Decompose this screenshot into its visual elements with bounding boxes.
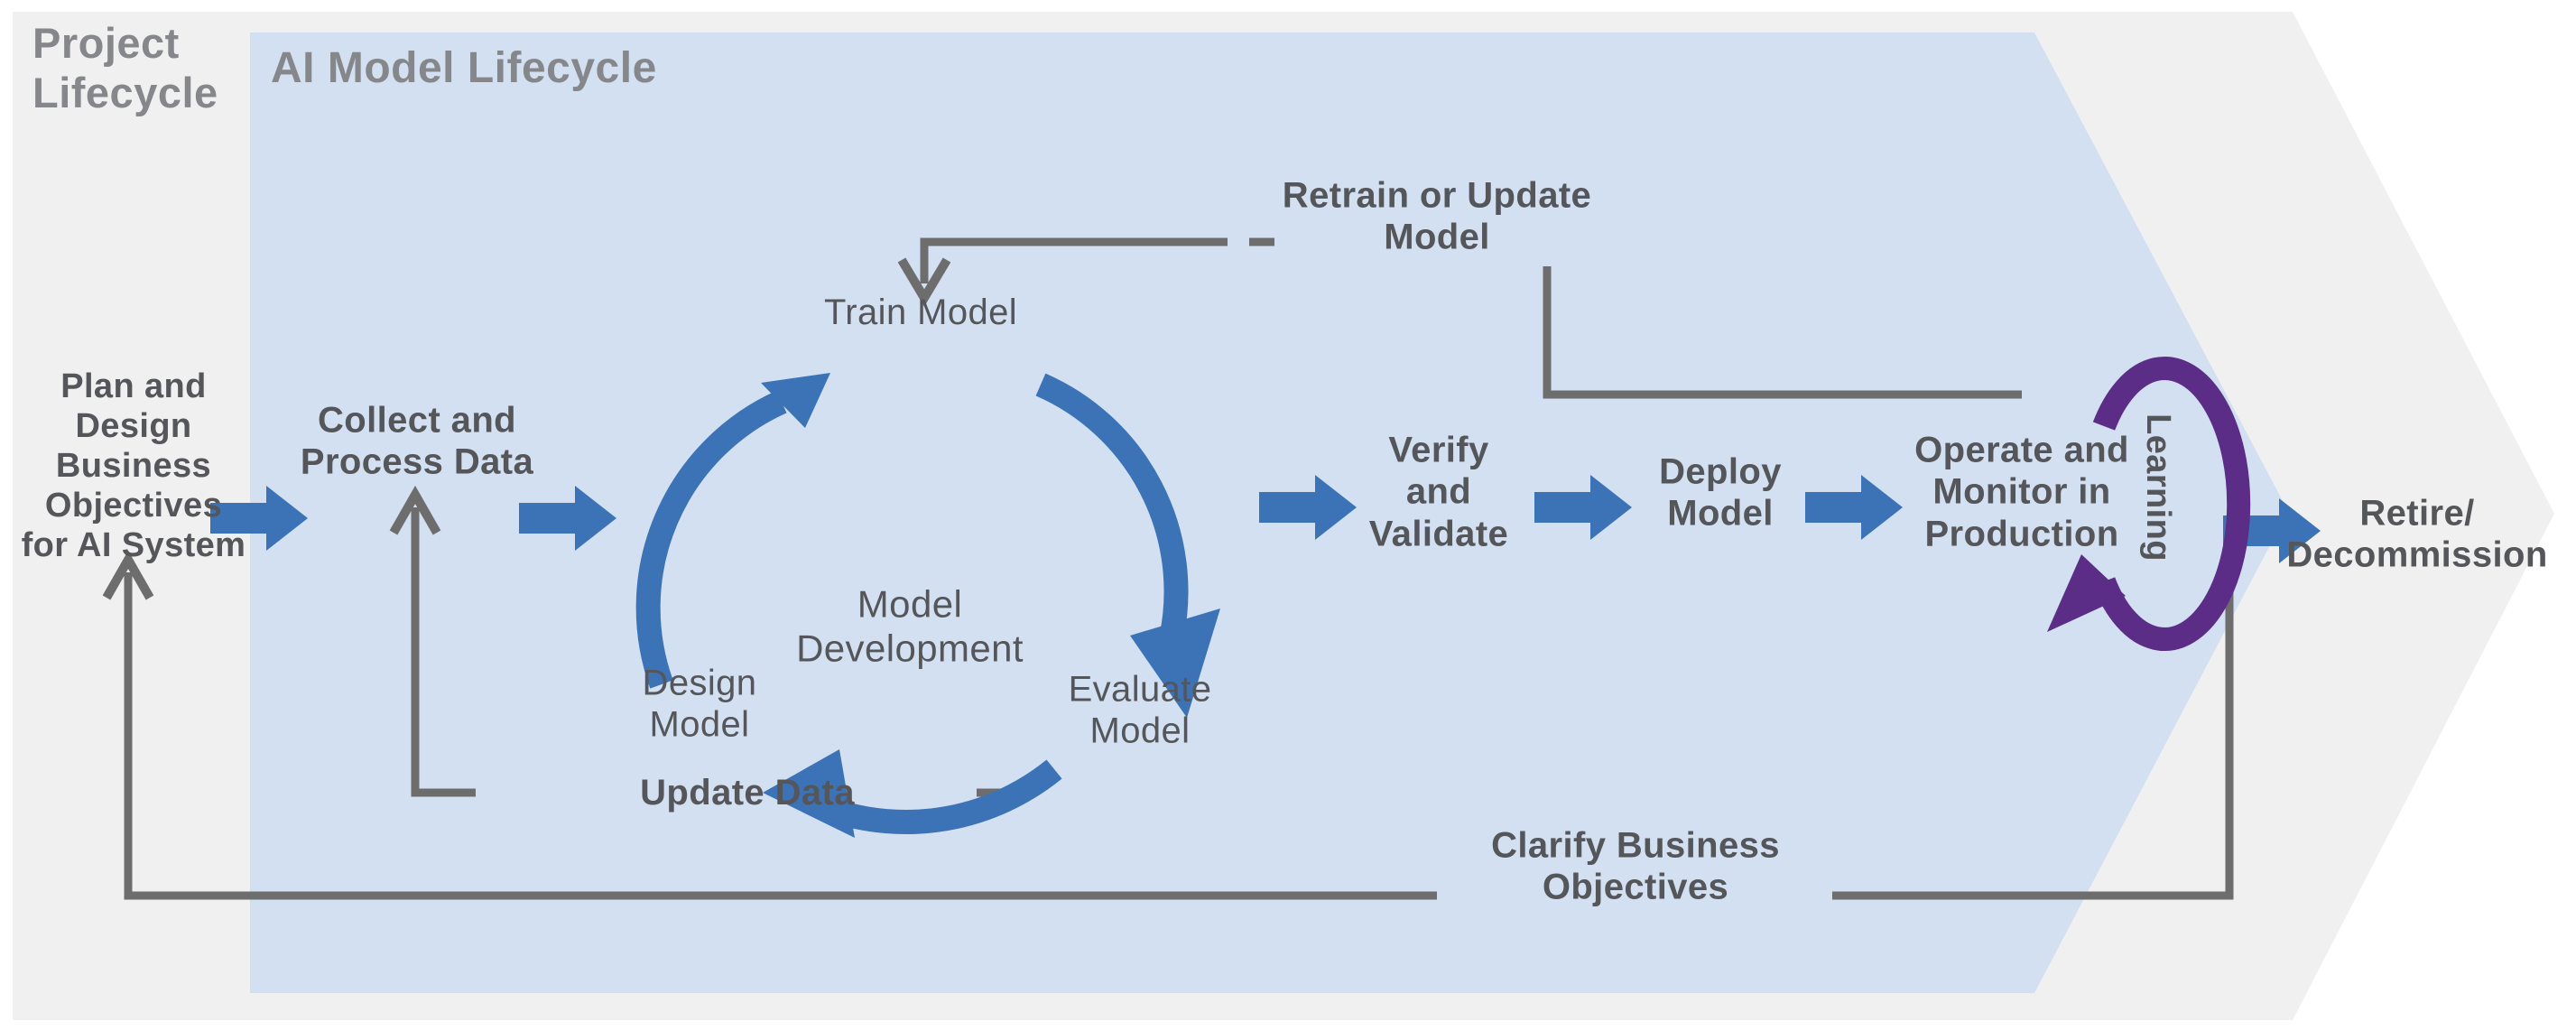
cycle-title-label: Model Development bbox=[796, 582, 1024, 669]
flow-arrow-collect-to-development-icon bbox=[519, 486, 616, 551]
flow-arrow-operate-to-retire-icon bbox=[2223, 498, 2321, 563]
update-data-line-corner bbox=[411, 507, 476, 797]
flow-arrow-deploy-to-operate-icon bbox=[1805, 475, 1903, 540]
cycle-arc-train-to-evaluate-icon bbox=[1035, 373, 1189, 639]
cycle-train-label: Train Model bbox=[823, 292, 1018, 332]
flow-arrow-plan-to-collect-icon bbox=[210, 486, 308, 551]
retrain-feedback-label: Retrain or Update Model bbox=[1282, 175, 1592, 257]
cycle-arc-evaluate-to-design-icon bbox=[824, 759, 1062, 834]
stage-plan-label: Plan and Design Business Objectives for … bbox=[21, 367, 246, 565]
cycle-arrowhead-design-icon bbox=[763, 749, 855, 838]
update-data-feedback-label: Update Data bbox=[640, 772, 855, 813]
flow-arrow-development-to-verify-icon bbox=[1259, 475, 1357, 540]
cycle-evaluate-label: Evaluate Model bbox=[1068, 669, 1212, 751]
arrowhead-up-into-collect-icon bbox=[389, 485, 441, 535]
flow-arrow-verify-to-deploy-icon bbox=[1534, 475, 1632, 540]
stage-operate-label: Operate and Monitor in Production bbox=[1914, 430, 2129, 554]
learning-loop-icon bbox=[2092, 357, 2251, 651]
stage-collect-label: Collect and Process Data bbox=[300, 400, 534, 482]
ai-model-lifecycle-title: AI Model Lifecycle bbox=[271, 44, 657, 92]
arrowhead-up-into-plan-icon bbox=[102, 550, 154, 600]
stage-retire-label: Retire/ Decommission bbox=[2286, 493, 2548, 575]
retrain-line-right bbox=[1543, 266, 2022, 399]
learning-label: Learning bbox=[2139, 413, 2178, 562]
stage-deploy-label: Deploy Model bbox=[1659, 451, 1782, 534]
arrowhead-down-into-train-icon bbox=[897, 257, 951, 307]
clarify-feedback-line-right bbox=[1832, 572, 2234, 900]
project-lifecycle-title: Project Lifecycle bbox=[32, 19, 218, 117]
cycle-design-label: Design Model bbox=[642, 663, 757, 745]
learning-loop-arrowhead-icon bbox=[2047, 554, 2126, 632]
clarify-feedback-line-left bbox=[124, 572, 1437, 900]
retrain-line-left bbox=[920, 237, 1228, 283]
cycle-arrowhead-train-icon bbox=[761, 373, 830, 428]
cycle-arc-design-to-train-icon bbox=[635, 390, 787, 689]
clarify-feedback-label: Clarify Business Objectives bbox=[1491, 825, 1780, 907]
stage-verify-label: Verify and Validate bbox=[1368, 430, 1509, 554]
cycle-arrowhead-evaluate-icon bbox=[1130, 608, 1220, 718]
